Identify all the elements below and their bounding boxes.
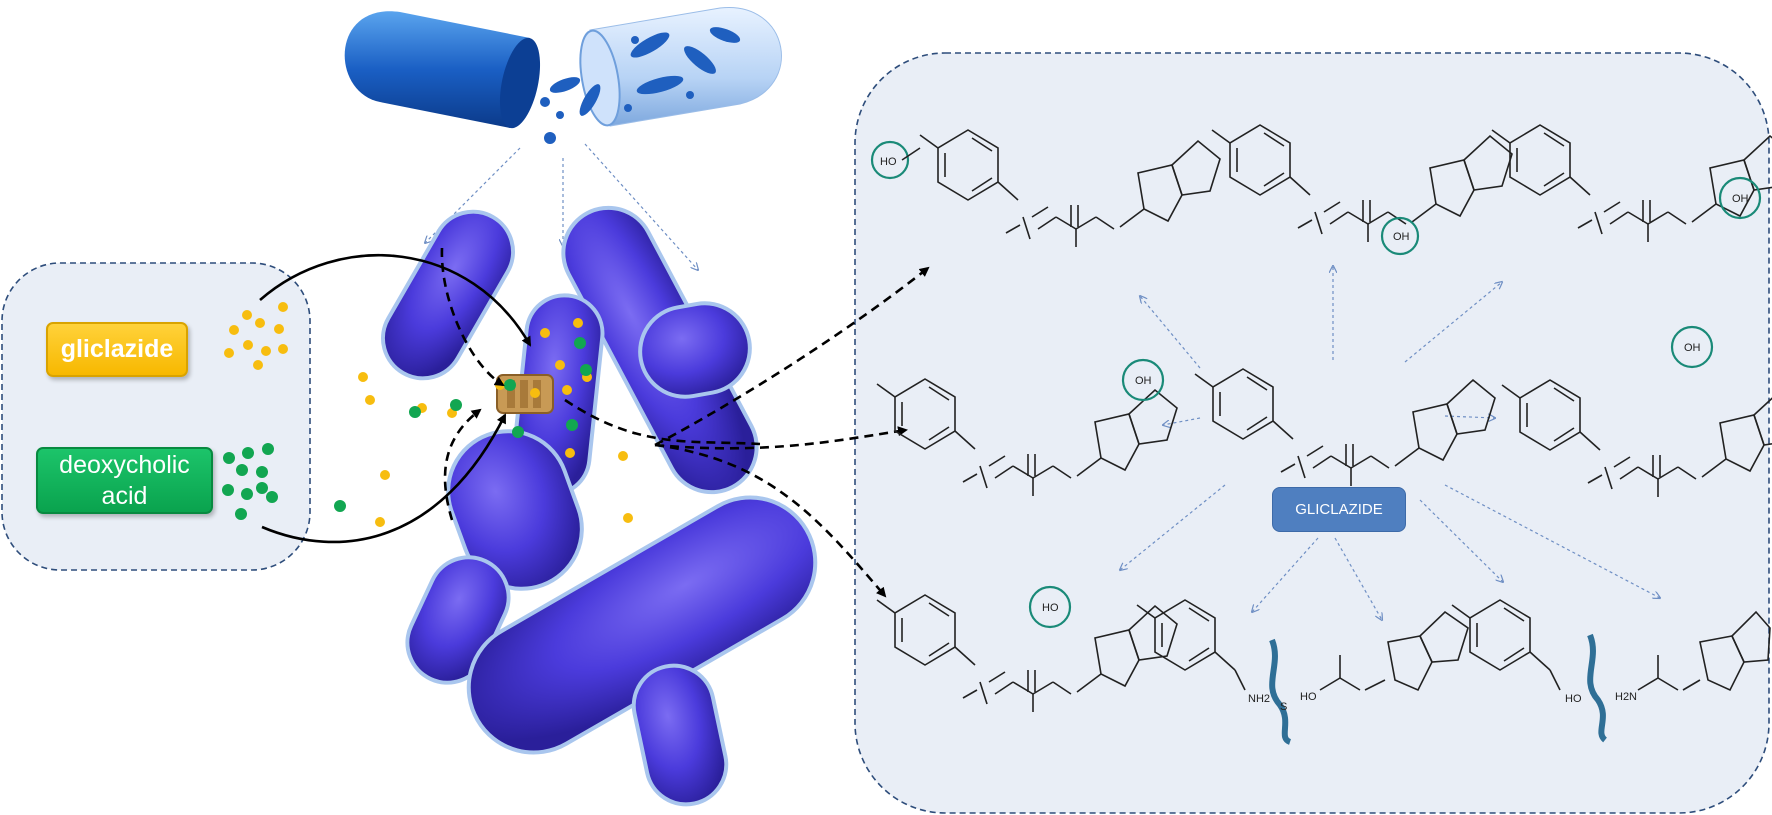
capsule-release-arrows — [425, 143, 698, 270]
bond-cleavage-mark — [1587, 633, 1608, 743]
transport-arrows — [259, 247, 930, 598]
hydroxyl-highlight-circle — [1718, 176, 1762, 220]
metabolite-1-structure — [870, 129, 1221, 248]
hydroxyl-highlight-circle — [1028, 585, 1072, 629]
metabolite-4-structure — [876, 358, 1178, 497]
metabolite-6-structure — [876, 585, 1178, 713]
atom-label-s: S — [1280, 701, 1287, 713]
atom-label-oh: OH — [1684, 342, 1701, 354]
hydroxyl-highlight-circle — [1670, 325, 1714, 369]
atom-label-ho: HO — [1042, 602, 1059, 614]
right-panel — [854, 52, 1770, 814]
hydroxyl-highlight-circle — [870, 140, 910, 180]
bond-cleavage-mark — [1269, 638, 1292, 745]
atom-label-oh: OH — [1135, 375, 1152, 387]
left-panel — [1, 262, 311, 571]
enzyme-transporter-icon — [496, 374, 554, 414]
metabolite-3-structure — [1491, 124, 1772, 243]
deoxycholic-label-line2: acid — [101, 481, 148, 510]
metabolite-2-structure — [1211, 124, 1513, 256]
central-label-text: GLICLAZIDE — [1295, 501, 1383, 518]
gliclazide-central-label: GLICLAZIDE — [1272, 487, 1406, 532]
gliclazide-molecule-dots — [224, 302, 633, 527]
atom-label-ho: HO — [1565, 693, 1582, 705]
gliclazide-label-text: gliclazide — [60, 335, 174, 363]
atom-label-oh: OH — [1732, 193, 1749, 205]
hydroxyl-highlight-circle — [1380, 216, 1420, 256]
atom-label-ho: HO — [1300, 691, 1317, 703]
deoxycholic-acid-dots — [222, 337, 592, 520]
metabolite-7-structure — [1136, 599, 1469, 745]
gliclazide-label: gliclazide — [46, 322, 188, 377]
atom-label-nh2: NH2 — [1248, 693, 1270, 705]
metabolite-8-structure — [1451, 599, 1771, 743]
metabolite-5-structure — [1501, 325, 1772, 498]
deoxycholic-acid-label: deoxycholic acid — [36, 447, 213, 514]
atom-label-h2n: H2N — [1615, 691, 1637, 703]
probiotic-capsule-icon — [344, 7, 782, 144]
metabolite-arrows — [1120, 266, 1660, 620]
hydroxyl-highlight-circle — [1121, 358, 1165, 402]
atom-label-ho: HO — [880, 156, 897, 168]
deoxycholic-label-line1: deoxycholic — [59, 450, 190, 479]
atom-label-oh: OH — [1393, 231, 1410, 243]
